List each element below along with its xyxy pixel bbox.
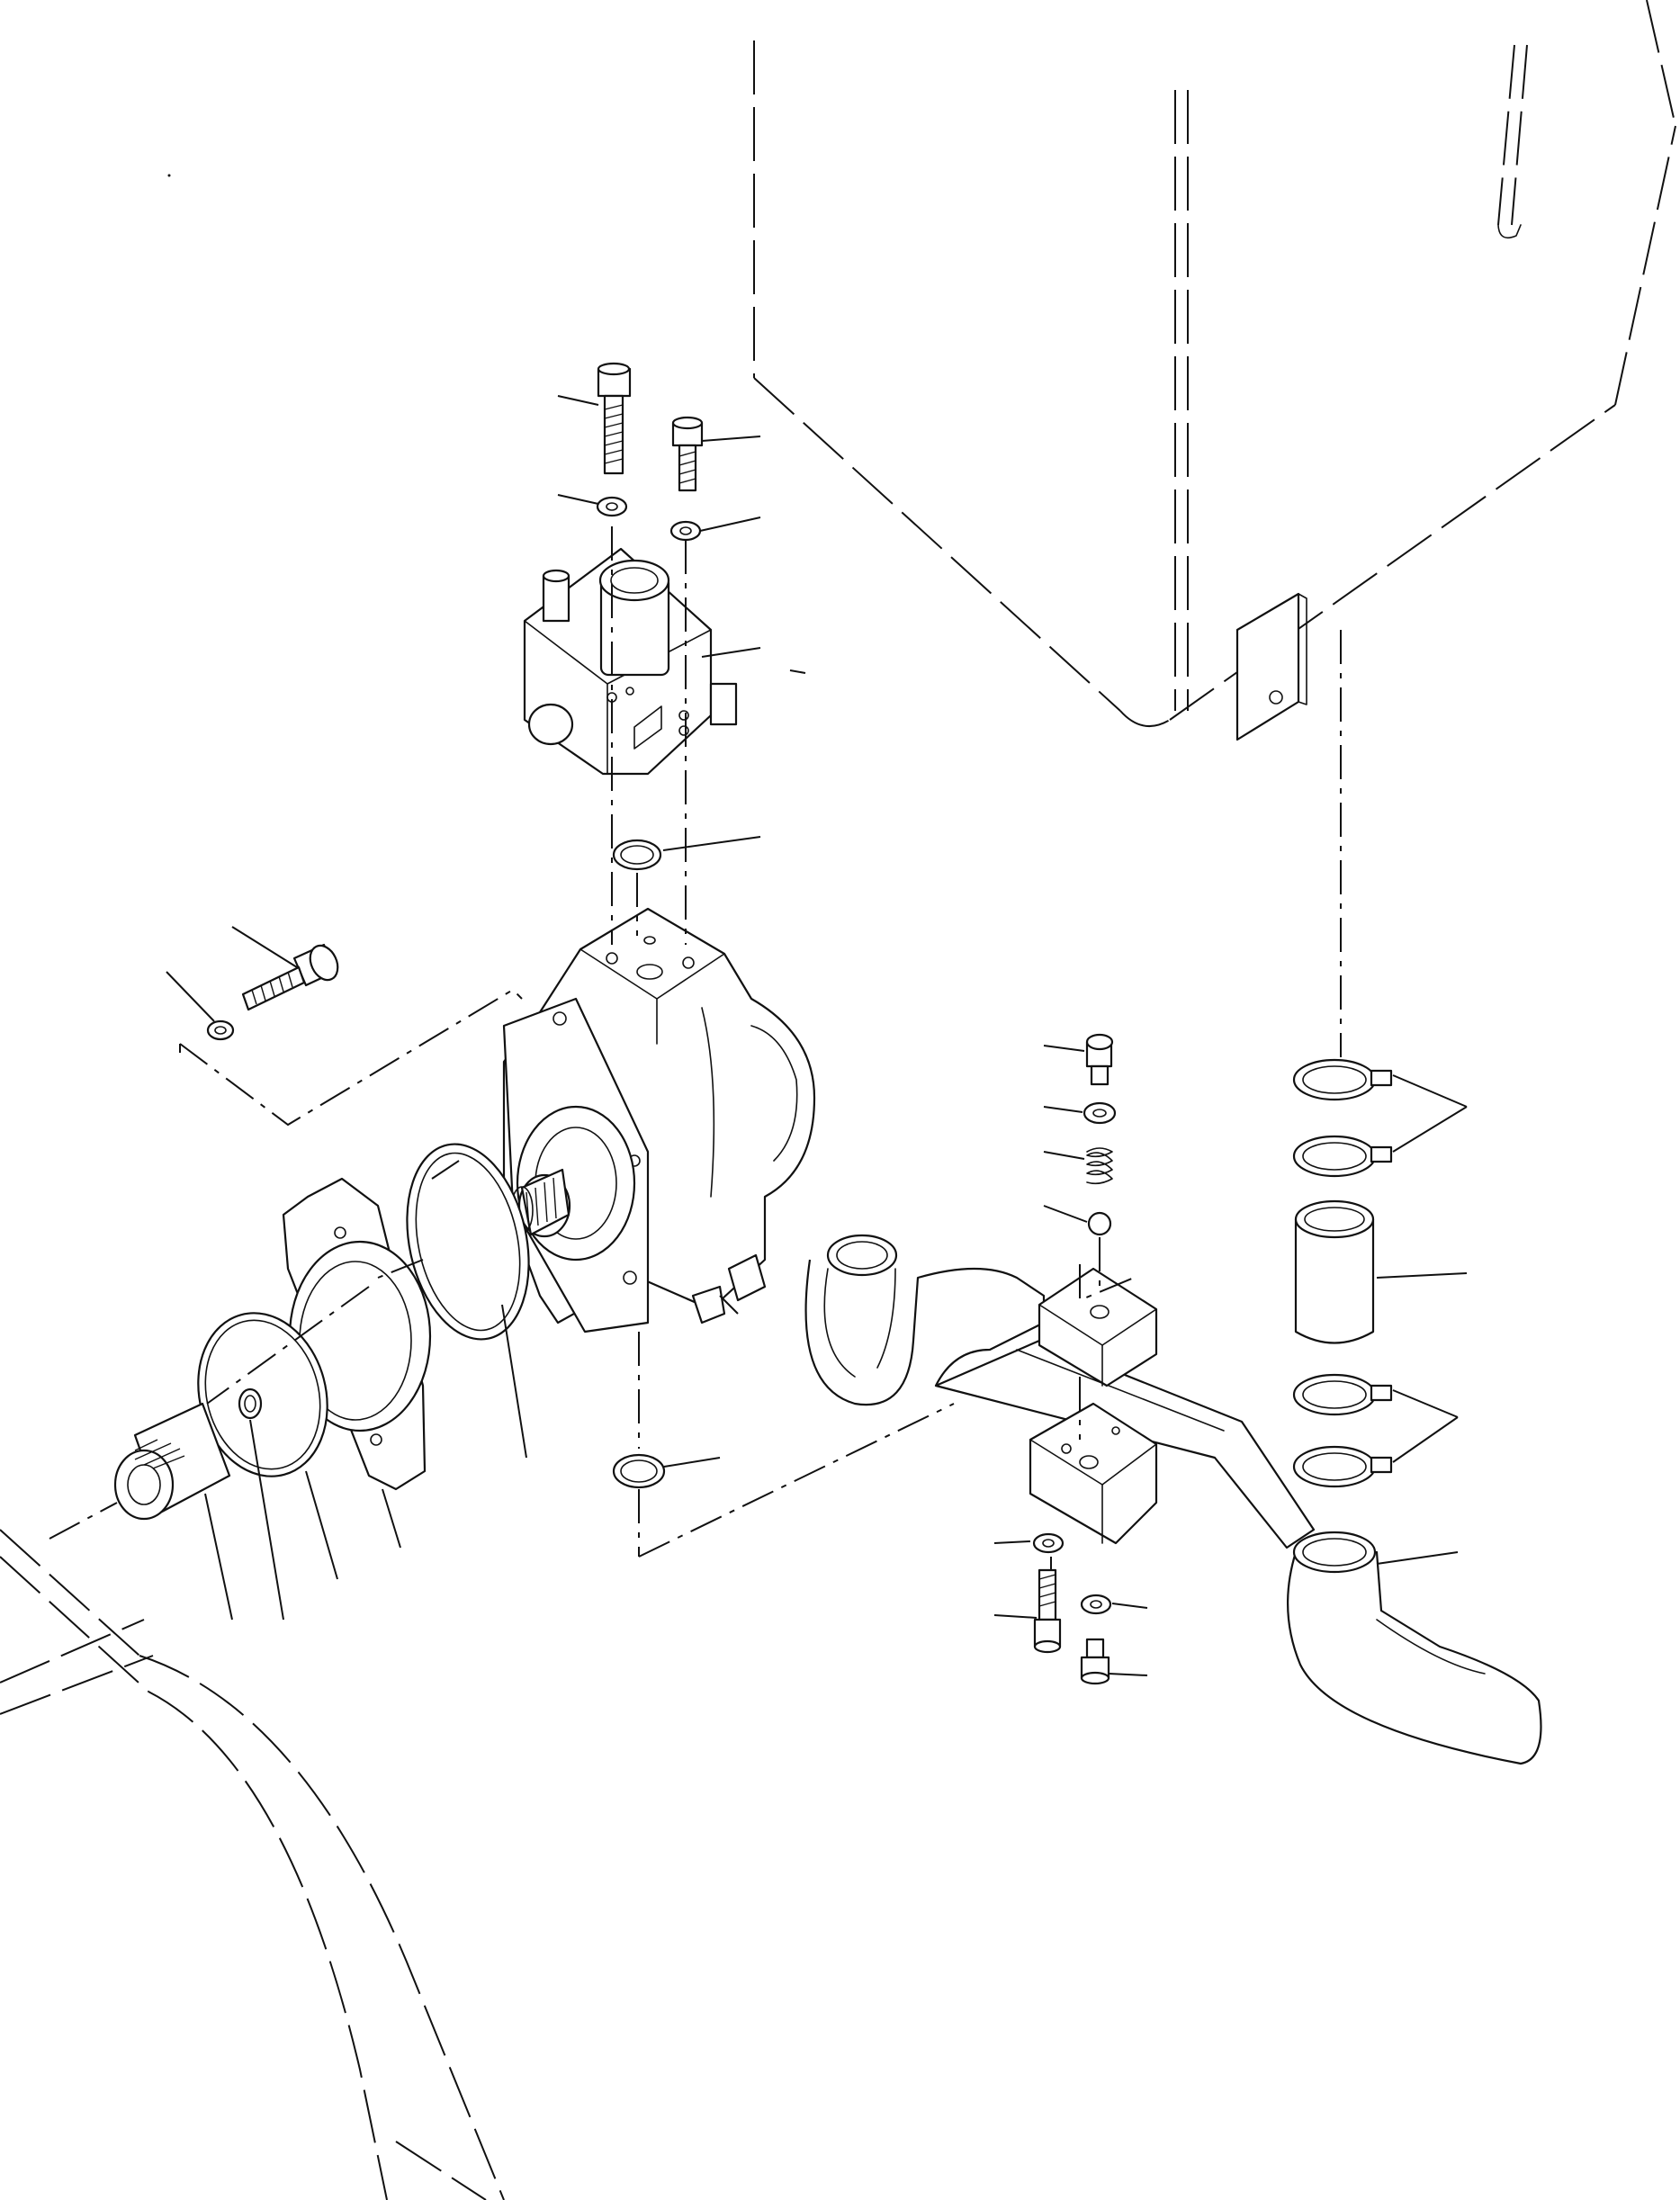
relief-block-lower	[1029, 1402, 1158, 1545]
lock-washer-2	[669, 520, 702, 542]
control-valve	[523, 547, 738, 776]
bolt-left	[241, 943, 339, 1011]
cap-screw-lower	[1033, 1568, 1062, 1654]
cap-screw-short	[671, 416, 704, 492]
o-ring-lower	[612, 1453, 666, 1489]
o-ring-valve	[612, 839, 662, 871]
frame-outline	[0, 1529, 505, 2200]
washer-lower	[1080, 1594, 1112, 1615]
o-ring-large	[406, 1143, 530, 1341]
spring	[1086, 1147, 1113, 1185]
tank-outline	[753, 0, 1676, 727]
snap-ring	[238, 1387, 263, 1420]
pump-body	[502, 907, 816, 1333]
plug-lower	[1080, 1638, 1110, 1685]
hose-clamp-1	[1292, 1058, 1393, 1101]
relief-block-upper	[1038, 1267, 1158, 1387]
washer-left	[206, 1019, 235, 1041]
elbow-hose	[1287, 1531, 1542, 1765]
tank-bracket	[1235, 592, 1307, 741]
ball	[1087, 1211, 1112, 1236]
hose-clamp-2	[1292, 1135, 1393, 1178]
hose-clamp-3	[1292, 1373, 1393, 1416]
cap-screw-long	[597, 362, 632, 475]
plug-top	[1085, 1033, 1114, 1086]
hose-clamp-4	[1292, 1445, 1393, 1488]
lock-washer-1	[596, 496, 628, 517]
washer-plug	[1083, 1101, 1117, 1125]
hose-straight	[1294, 1199, 1375, 1344]
centerlines	[49, 526, 1342, 1570]
stray-dot	[167, 174, 171, 177]
coupling	[113, 1402, 231, 1521]
suction-pipe	[804, 1234, 1316, 1549]
lock-washer-lower	[1032, 1532, 1065, 1554]
leader-lines	[166, 395, 1468, 1676]
